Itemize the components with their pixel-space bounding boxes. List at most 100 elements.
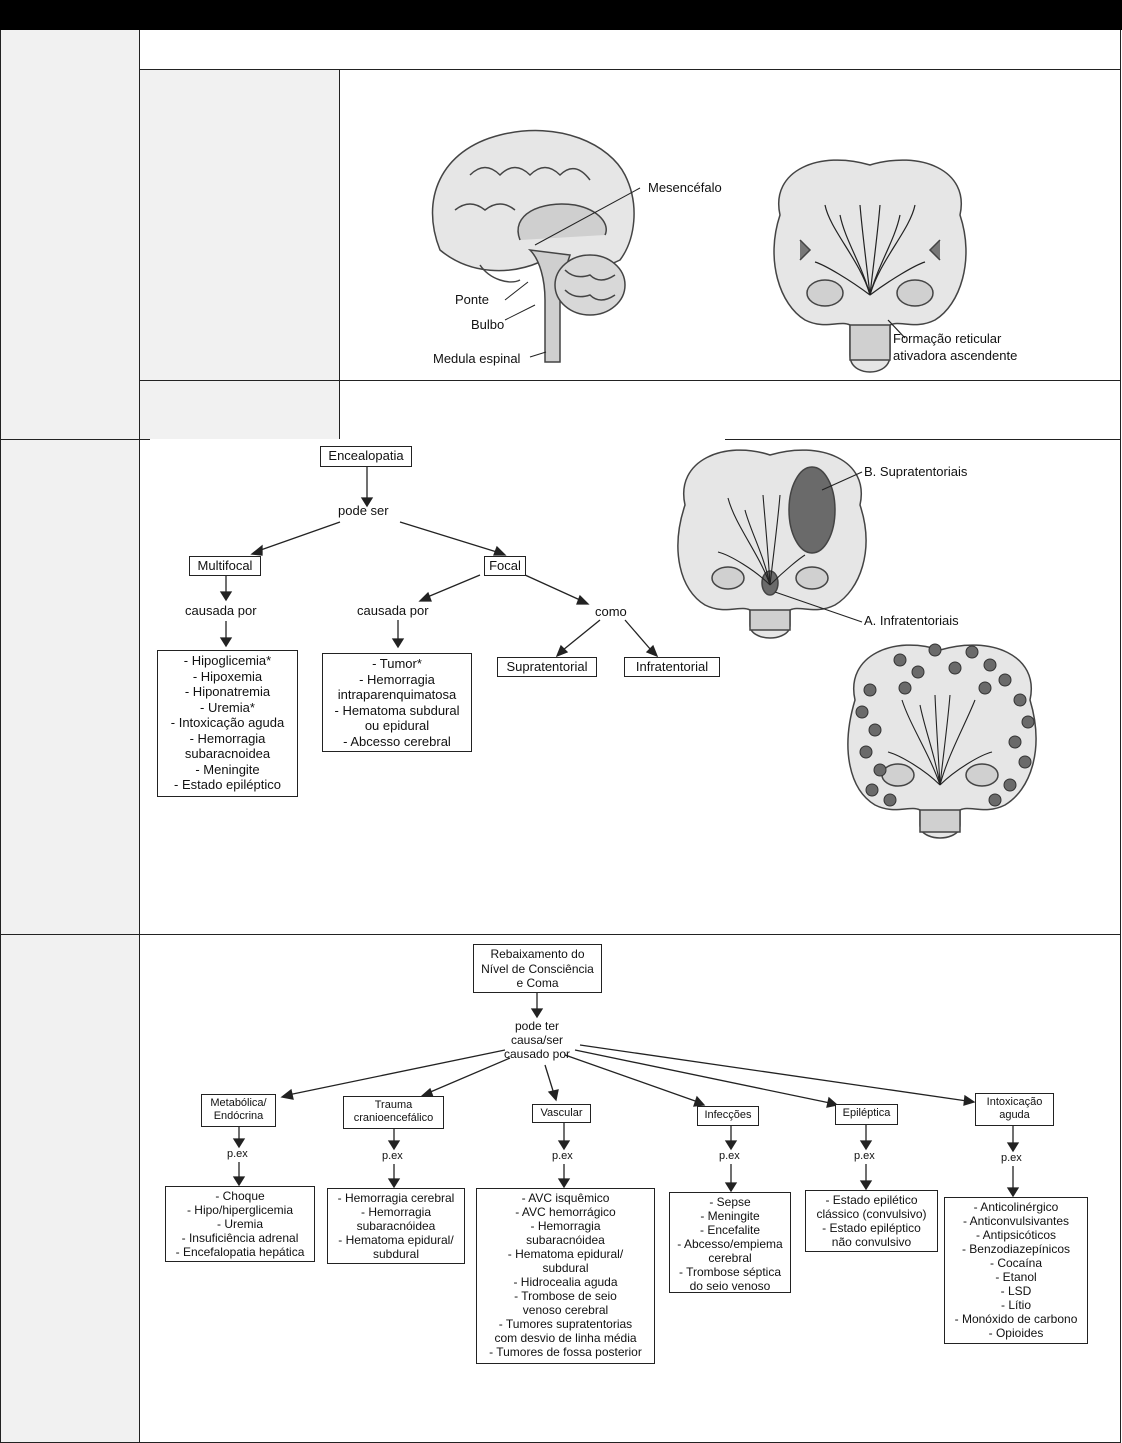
multifocal-cause-item: - Hiponatremia [184, 684, 271, 699]
encefalopatia-connectors [219, 467, 659, 658]
label-pode-ser: pode ser [338, 503, 389, 518]
example-item: - Abcesso/empiema [677, 1237, 783, 1251]
example-item: subdural [372, 1247, 420, 1261]
table-border-left [0, 30, 1, 1443]
category-infeccoes: Infecções [697, 1106, 759, 1126]
multifocal-lesion-dots [855, 643, 1035, 807]
example-item: - Choque [215, 1189, 265, 1203]
example-item: - Hemorragia [530, 1219, 601, 1233]
example-item: - Hipo/hiperglicemia [186, 1203, 294, 1217]
header-bar [0, 0, 1122, 30]
node-rebaixamento-line: Nível de Consciência [481, 961, 594, 976]
example-item: venoso cerebral [522, 1303, 609, 1317]
multifocal-cause-item: - Meningite [195, 761, 260, 777]
subrow-label-cell-1 [139, 69, 339, 380]
example-item: subaracnóidea [526, 1233, 605, 1247]
example-item: - Antipsicóticos [975, 1228, 1057, 1242]
label-como: como [595, 604, 627, 619]
example-item: - Hematoma epidural/ [507, 1247, 624, 1261]
row3-left-cell [0, 934, 139, 1443]
node-rebaixamento: Rebaixamento do Nível de Consciência e C… [473, 944, 602, 993]
focal-cause-item: - Abcesso cerebral [343, 733, 451, 749]
label-pex-epileptica: p.ex [854, 1150, 875, 1162]
examples-epileptica: - Estado epilético clássico (convulsivo)… [805, 1190, 938, 1252]
row2-left-cell [0, 439, 139, 934]
category-label-line: Trauma [374, 1099, 413, 1111]
category-label-line: Infecções [704, 1109, 752, 1121]
node-infratentorial: Infratentorial [624, 657, 720, 677]
row-divider-1 [0, 439, 150, 440]
example-item: - Uremia [216, 1217, 263, 1231]
label-pex-infeccoes: p.ex [719, 1150, 740, 1162]
coronal-brain-lesion-illustration [677, 449, 867, 639]
multifocal-cause-item: - Hipoglicemia* [183, 653, 272, 668]
label-causada-por-focal: causada por [357, 603, 429, 618]
row-divider-sub2 [139, 380, 1121, 381]
example-item: - Benzodiazepínicos [961, 1242, 1071, 1256]
examples-metabolica: - Choque - Hipo/hiperglicemia - Uremia -… [165, 1186, 315, 1262]
example-item: - Encefalite [699, 1223, 761, 1237]
examples-infeccoes: - Sepse - Meningite - Encefalite - Abces… [669, 1192, 791, 1293]
label-causada-por-multifocal: causada por [185, 603, 257, 618]
example-item: - Trombose séptica [678, 1265, 782, 1279]
examples-vascular: - AVC isquêmico - AVC hemorrágico - Hemo… [476, 1188, 655, 1364]
coma-connectors [232, 993, 1020, 1198]
focal-cause-item: - Tumor* [372, 656, 422, 671]
example-item: - Anticolinérgico [973, 1200, 1059, 1214]
multifocal-cause-item: - Hemorragia [189, 730, 266, 746]
examples-intoxicacao: - Anticolinérgico - Anticonvulsivantes -… [944, 1197, 1088, 1344]
example-item: - Lítio [1000, 1298, 1031, 1312]
example-item: - Opioides [988, 1326, 1044, 1340]
label-pode-ter-line: causado por [503, 1047, 571, 1061]
row1-left-cell [0, 30, 139, 439]
label-supratentoriais: B. Supratentoriais [864, 464, 968, 479]
label-pode-ter: pode ter causa/ser causado por [495, 1019, 579, 1061]
category-label-line: cranioencefálico [353, 1112, 434, 1124]
focal-cause-item: - Hemorragia [359, 671, 435, 687]
example-item: não convulsivo [831, 1235, 912, 1249]
focal-cause-item: - Hematoma subdural [334, 702, 460, 718]
category-epileptica: Epiléptica [835, 1104, 898, 1125]
example-item: clássico (convulsivo) [816, 1207, 927, 1221]
example-item: com desvio de linha média [494, 1331, 637, 1345]
category-label-line: Vascular [540, 1107, 583, 1119]
example-item: - Hemorragia [360, 1205, 432, 1219]
multifocal-cause-item: - Intoxicação aguda [170, 715, 285, 730]
label-formacao-reticular-2: ativadora ascendente [893, 348, 1018, 363]
example-item: - Hidrocealia aguda [513, 1275, 618, 1289]
multifocal-cause-item: subaracnoidea [184, 746, 271, 761]
examples-trauma: - Hemorragia cerebral - Hemorragia subar… [327, 1188, 465, 1264]
example-item: - Estado epiléptico [822, 1221, 921, 1235]
category-metabolica: Metabólica/ Endócrina [201, 1094, 276, 1127]
label-pode-ter-line: pode ter [514, 1019, 560, 1033]
node-encefalopatia: Encealopatia [320, 446, 412, 467]
example-item: - Monóxido de carbono [954, 1312, 1078, 1326]
example-item: - Tumores de fossa posterior [489, 1345, 642, 1359]
node-multifocal: Multifocal [189, 556, 261, 576]
table-border-right [1120, 30, 1121, 1443]
example-item: - Anticonvulsivantes [962, 1214, 1070, 1228]
subrow-label-cell-2 [139, 380, 339, 439]
example-item: - Hemorragia cerebral [337, 1191, 455, 1205]
example-item: - Meningite [700, 1209, 760, 1223]
coronal-brain-multifocal-illustration [847, 644, 1037, 839]
category-label-line: Endócrina [213, 1110, 264, 1122]
multifocal-brain-arrows [887, 694, 993, 786]
category-label-line: Intoxicação [986, 1096, 1043, 1108]
table-column-divider [139, 30, 140, 1443]
label-pex-trauma: p.ex [382, 1150, 403, 1162]
multifocal-causes-box: - Hipoglicemia* - Hipoxemia - Hiponatrem… [157, 650, 298, 797]
example-item: subdural [542, 1261, 589, 1275]
category-intoxicacao: Intoxicação aguda [975, 1093, 1054, 1126]
coronal-brain-arrows [814, 204, 926, 339]
example-item: subaracnóidea [356, 1219, 436, 1233]
label-pex-metabolica: p.ex [227, 1148, 248, 1160]
label-bulbo: Bulbo [471, 317, 505, 332]
subrow-column-divider [339, 69, 340, 439]
example-item: - Encefalopatia hepática [175, 1245, 305, 1259]
focal-cause-item: ou epidural [364, 718, 430, 733]
label-formacao-reticular-1: Formação reticular [893, 331, 1002, 346]
sagittal-brain-pointers [504, 187, 641, 358]
example-item: - Sepse [709, 1195, 751, 1209]
